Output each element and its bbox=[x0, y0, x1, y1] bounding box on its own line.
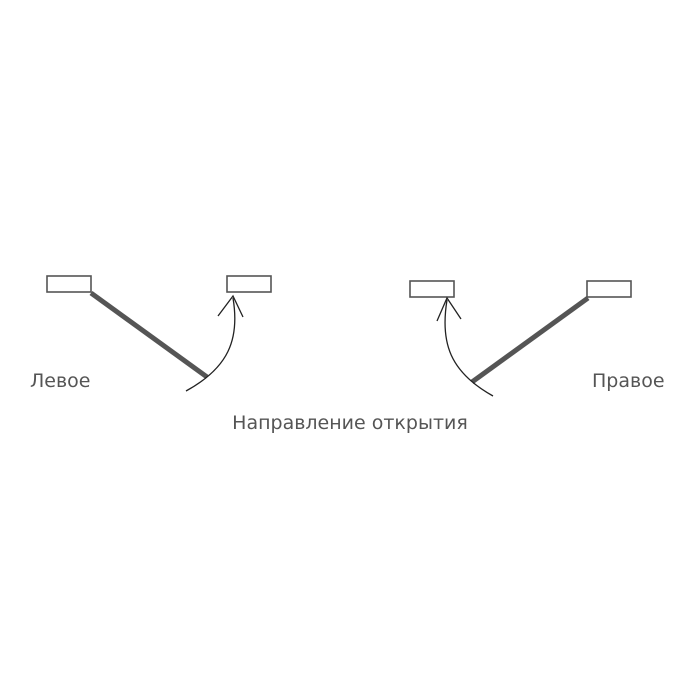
left-opening-arc bbox=[185, 297, 236, 392]
right-strike-frame-block bbox=[409, 280, 455, 298]
right-opening-arc bbox=[444, 299, 494, 397]
right-door-group bbox=[409, 280, 632, 397]
right-door-leaf bbox=[470, 295, 590, 385]
right-hinge-frame-block bbox=[586, 280, 632, 298]
left-door-label: Левое bbox=[30, 370, 91, 392]
left-door-group bbox=[46, 275, 272, 392]
right-arc-arrowhead bbox=[436, 296, 462, 322]
left-arc-arrowhead bbox=[217, 294, 244, 318]
opening-direction-caption: Направление открытия bbox=[232, 412, 468, 434]
left-hinge-frame-block bbox=[46, 275, 92, 293]
left-door-leaf bbox=[89, 290, 209, 380]
left-strike-frame-block bbox=[226, 275, 272, 293]
right-door-label: Правое bbox=[592, 370, 665, 392]
